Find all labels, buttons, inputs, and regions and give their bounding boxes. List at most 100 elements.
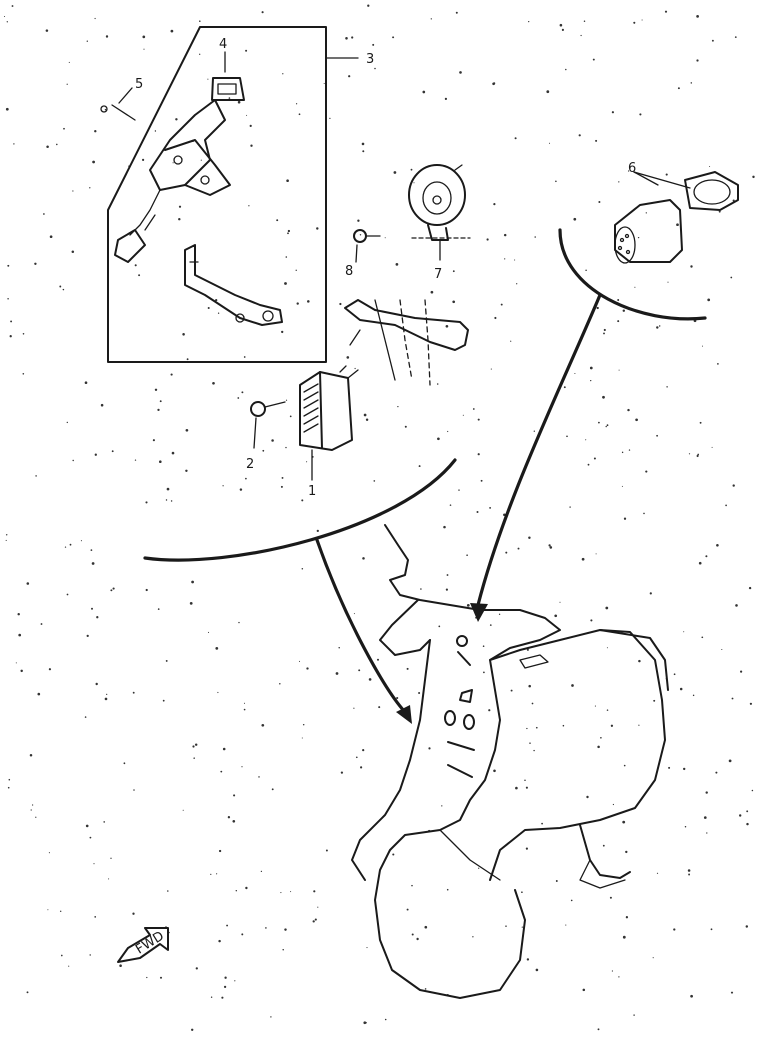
speckle <box>66 83 68 85</box>
speckle <box>472 408 475 410</box>
speckle <box>72 459 74 462</box>
callout-7: 7 <box>434 267 442 282</box>
speckle <box>443 525 446 529</box>
speckle <box>191 1028 194 1032</box>
speckle <box>751 789 754 792</box>
speckle <box>35 816 37 818</box>
speckle <box>458 489 460 491</box>
speckle <box>287 229 291 233</box>
callout-labels: 1 2 3 4 5 6 7 8 <box>135 37 636 499</box>
speckle <box>15 662 17 664</box>
speckle <box>597 1028 600 1031</box>
speckle <box>325 849 328 852</box>
speckle <box>374 67 376 70</box>
speckle <box>602 395 605 399</box>
speckle <box>705 791 708 794</box>
speckle <box>734 36 737 38</box>
speckle <box>66 421 68 424</box>
speckle <box>444 97 448 101</box>
speckle <box>295 103 298 105</box>
speckle <box>705 555 708 558</box>
speckle <box>64 546 67 548</box>
speckle <box>3 15 6 18</box>
speckle <box>5 107 9 111</box>
speckle <box>361 142 365 146</box>
speckle <box>437 437 440 441</box>
speckle <box>482 645 485 647</box>
speckle <box>281 476 284 479</box>
speckle <box>362 150 365 153</box>
speckle <box>718 210 721 213</box>
callout-8: 8 <box>345 264 353 279</box>
speckle <box>248 205 250 207</box>
speckle <box>94 916 97 918</box>
speckle <box>22 373 25 375</box>
speckle <box>510 340 512 342</box>
speckle <box>566 435 568 438</box>
speckle <box>307 300 310 303</box>
speckle <box>40 623 43 625</box>
speckle <box>346 356 350 359</box>
speckle <box>612 803 615 806</box>
speckle <box>710 928 713 931</box>
speckle <box>493 769 496 773</box>
speckle <box>500 303 503 306</box>
speckle <box>594 705 596 707</box>
callout-2: 2 <box>246 457 254 472</box>
speckle <box>422 90 426 94</box>
speckle <box>134 264 137 267</box>
speckle <box>26 991 29 994</box>
speckle <box>165 659 168 662</box>
speckle <box>260 870 263 873</box>
speckle <box>35 475 37 477</box>
speckle <box>639 113 642 116</box>
speckle <box>480 479 483 482</box>
speckle <box>430 18 432 20</box>
speckle <box>580 34 582 37</box>
speckle <box>745 925 749 928</box>
speckle <box>559 23 563 27</box>
speckle <box>699 421 702 424</box>
screw-5-part <box>100 87 136 121</box>
speckle <box>172 162 174 164</box>
speckle <box>316 227 319 230</box>
speckle <box>227 816 231 819</box>
speckle <box>524 779 526 781</box>
speckle <box>565 924 567 926</box>
speckle <box>362 749 365 752</box>
speckle <box>406 908 409 911</box>
speckle <box>215 298 218 302</box>
speckle <box>578 134 581 137</box>
speckle <box>445 588 448 591</box>
speckle <box>476 511 479 513</box>
speckle <box>749 702 753 705</box>
speckle <box>7 786 10 789</box>
speckle <box>673 673 676 676</box>
speckle <box>488 709 491 712</box>
speckle <box>676 223 679 227</box>
speckle <box>633 21 636 24</box>
speckle <box>138 274 141 277</box>
speckle <box>633 1014 635 1016</box>
speckle <box>235 889 238 892</box>
speckle <box>146 976 148 979</box>
speckle <box>185 469 188 473</box>
speckle <box>159 400 162 403</box>
speckle <box>301 737 303 739</box>
speckle <box>95 682 98 686</box>
speckle <box>10 320 13 323</box>
speckle <box>459 71 462 74</box>
speckle <box>701 636 704 639</box>
speckle <box>285 399 288 401</box>
speckle <box>157 608 160 610</box>
horn-bolt-part <box>353 229 381 263</box>
speckle <box>605 606 609 610</box>
speckle <box>656 872 659 874</box>
speckle <box>569 506 571 508</box>
speckle <box>621 485 623 487</box>
speckle <box>478 867 480 869</box>
speckle <box>363 1021 367 1025</box>
horn-part <box>408 164 471 261</box>
speckle <box>17 612 20 616</box>
speckle <box>353 613 355 615</box>
